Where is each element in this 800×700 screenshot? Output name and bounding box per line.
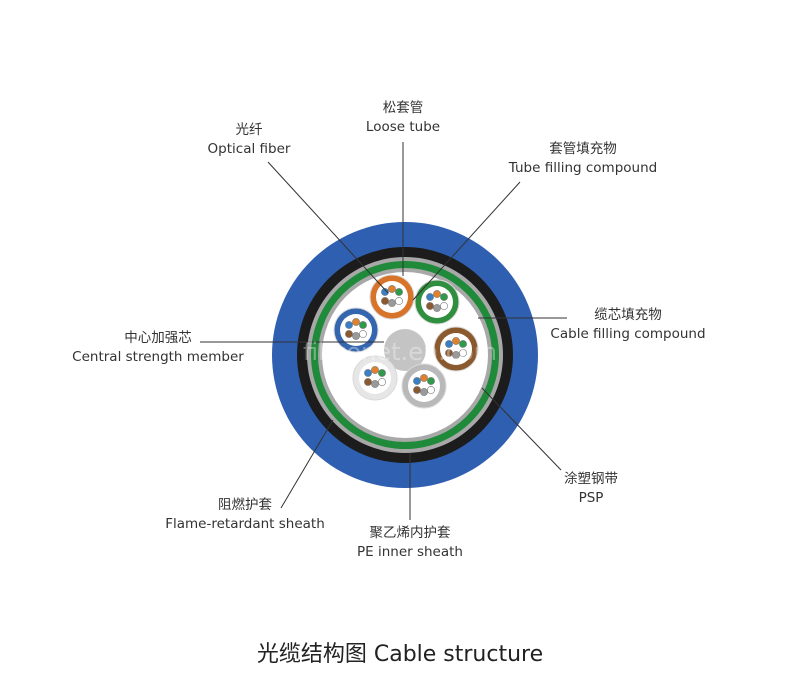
label-tube-filling-en: Tube filling compound xyxy=(508,160,658,176)
label-central-strength-member: 中心加强芯 Central strength member xyxy=(72,329,244,367)
optical-fiber xyxy=(345,321,353,329)
optical-fiber xyxy=(452,337,460,345)
optical-fiber xyxy=(371,366,379,374)
optical-fiber xyxy=(459,340,467,348)
optical-fiber xyxy=(388,285,396,293)
leader-psp xyxy=(481,387,562,471)
optical-fiber xyxy=(426,302,434,310)
diagram-caption: 光缆结构图 Cable structure xyxy=(256,642,544,667)
optical-fiber xyxy=(427,377,435,385)
optical-fiber xyxy=(445,349,453,357)
optical-fiber xyxy=(359,321,367,329)
label-cable-filling-compound: 缆芯填充物 Cable filling compound xyxy=(550,306,705,344)
label-psp-en: PSP xyxy=(578,490,604,506)
label-tube-filling-compound: 套管填充物 Tube filling compound xyxy=(509,140,657,178)
label-tube-filling-zh: 套管填充物 xyxy=(549,141,617,157)
label-optical-fiber-zh: 光纤 xyxy=(235,122,263,138)
optical-fiber xyxy=(395,297,403,305)
optical-fiber xyxy=(371,380,379,388)
label-optical-fiber-en: Optical fiber xyxy=(207,141,291,157)
optical-fiber xyxy=(433,290,441,298)
brown-tube xyxy=(433,326,479,372)
label-pe-sheath-zh: 聚乙烯内护套 xyxy=(369,525,451,541)
label-cable-filling-en: Cable filling compound xyxy=(550,326,706,342)
white-tube xyxy=(352,355,398,401)
optical-fiber xyxy=(352,332,360,340)
orange-tube xyxy=(369,274,415,320)
optical-fiber xyxy=(395,288,403,296)
optical-fiber xyxy=(420,374,428,382)
label-cable-filling-zh: 缆芯填充物 xyxy=(594,307,662,323)
leader-tube-filling xyxy=(412,181,521,301)
leader-lines xyxy=(200,142,567,520)
optical-fiber xyxy=(413,386,421,394)
central-strength-member xyxy=(384,329,426,371)
optical-fiber xyxy=(364,378,372,386)
optical-fiber xyxy=(433,304,441,312)
gray-tube xyxy=(401,363,447,409)
optical-fiber xyxy=(345,330,353,338)
label-psp-zh: 涂塑钢带 xyxy=(564,471,618,487)
optical-fiber xyxy=(440,302,448,310)
label-flame-sheath-zh: 阻燃护套 xyxy=(218,497,272,513)
optical-fiber xyxy=(388,299,396,307)
label-flame-sheath-en: Flame-retardant sheath xyxy=(165,516,325,532)
optical-fiber xyxy=(364,369,372,377)
label-central-member-en: Central strength member xyxy=(72,349,244,365)
leader-optical-fiber xyxy=(267,161,389,294)
optical-fiber xyxy=(440,293,448,301)
blue-tube xyxy=(333,307,379,353)
optical-fiber xyxy=(427,386,435,394)
optical-fiber xyxy=(359,330,367,338)
optical-fiber xyxy=(381,297,389,305)
optical-fiber xyxy=(413,377,421,385)
optical-fiber xyxy=(445,340,453,348)
label-loose-tube: 松套管 Loose tube xyxy=(366,99,440,137)
label-psp: 涂塑钢带 PSP xyxy=(564,470,618,508)
optical-fiber xyxy=(378,378,386,386)
leader-flame-sheath xyxy=(280,419,334,509)
optical-fiber xyxy=(426,293,434,301)
loose-tubes-group xyxy=(333,274,479,409)
label-loose-tube-en: Loose tube xyxy=(365,119,441,135)
label-central-member-zh: 中心加强芯 xyxy=(124,330,192,346)
label-pe-inner-sheath: 聚乙烯内护套 PE inner sheath xyxy=(357,524,463,562)
optical-fiber xyxy=(459,349,467,357)
label-pe-sheath-en: PE inner sheath xyxy=(357,544,463,560)
label-loose-tube-zh: 松套管 xyxy=(382,100,424,116)
optical-fiber xyxy=(452,351,460,359)
label-optical-fiber: 光纤 Optical fiber xyxy=(208,121,291,159)
green-tube xyxy=(414,279,460,325)
optical-fiber xyxy=(381,288,389,296)
optical-fiber xyxy=(420,388,428,396)
optical-fiber xyxy=(378,369,386,377)
label-flame-retardant-sheath: 阻燃护套 Flame-retardant sheath xyxy=(165,496,325,534)
optical-fiber xyxy=(352,318,360,326)
